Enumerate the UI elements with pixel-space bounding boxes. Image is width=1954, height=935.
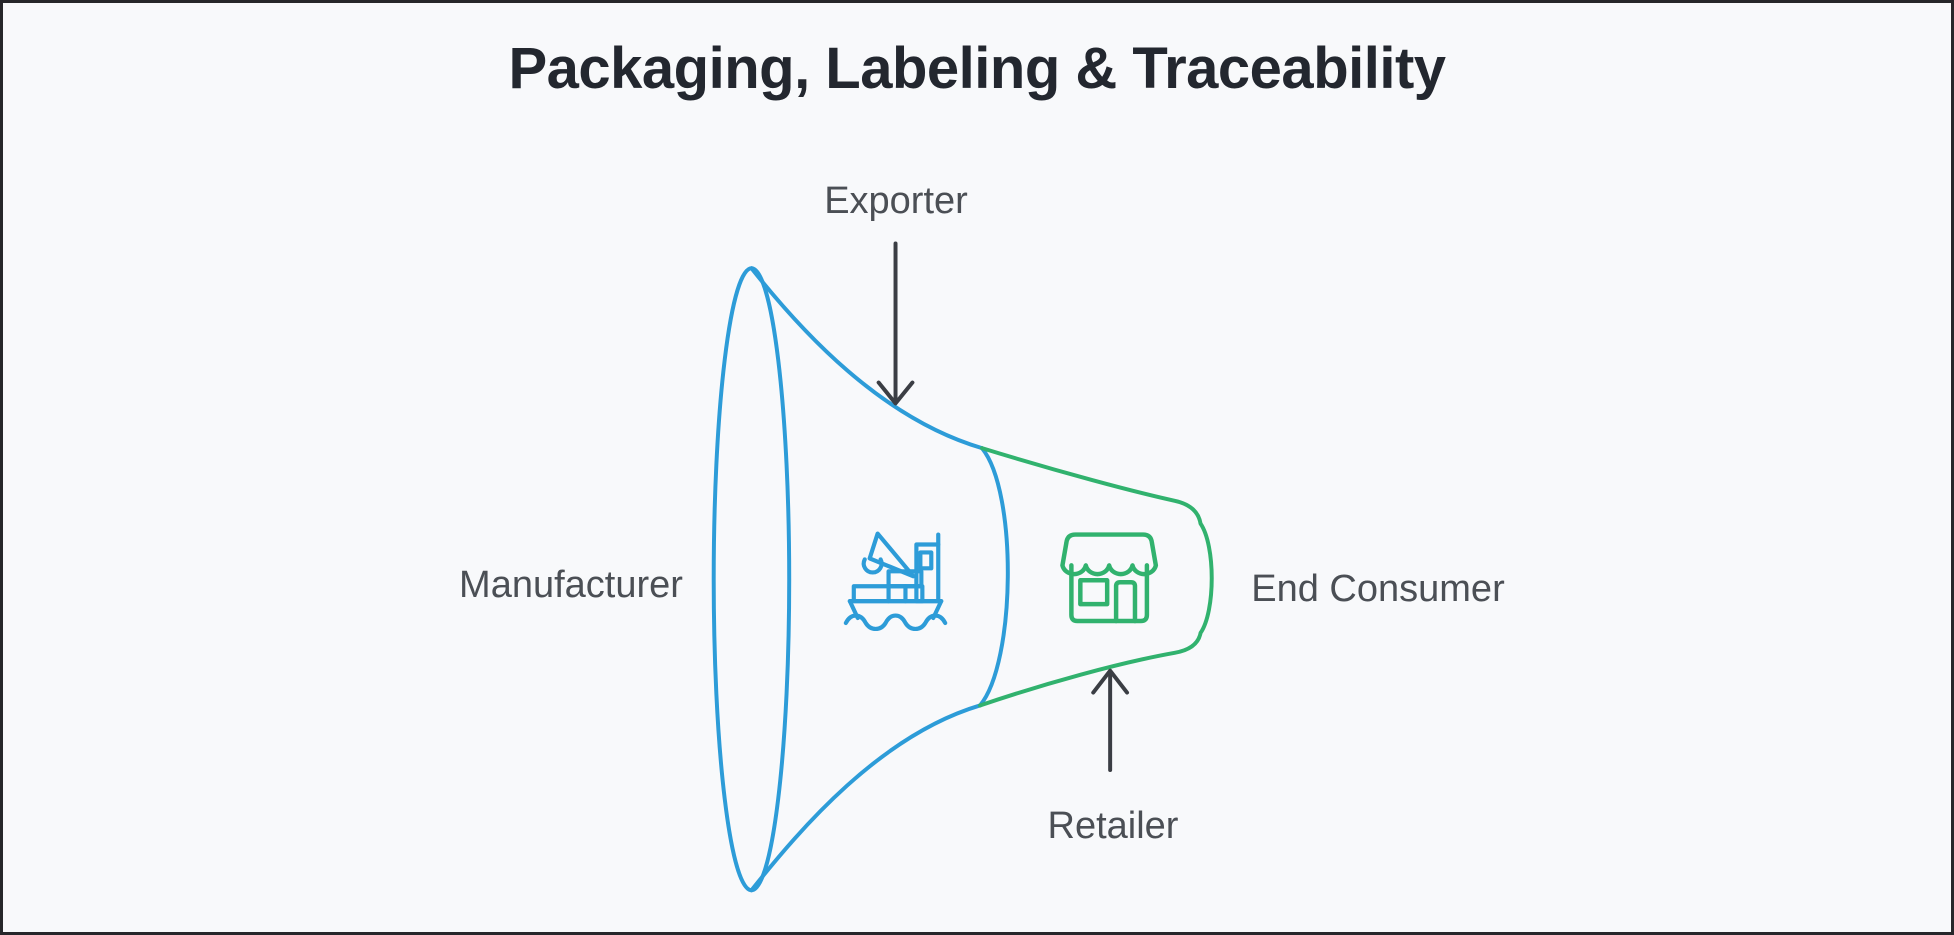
label-retailer: Retailer bbox=[1047, 805, 1179, 847]
label-exporter: Exporter bbox=[824, 180, 968, 222]
funnel-blue-top-edge bbox=[749, 266, 984, 451]
exporter-arrow bbox=[876, 241, 915, 406]
label-manufacturer: Manufacturer bbox=[459, 564, 683, 606]
funnel-shape bbox=[711, 266, 1214, 893]
retailer-arrowhead-icon bbox=[1091, 668, 1130, 695]
exporter-arrowhead-icon bbox=[876, 380, 915, 406]
retailer-arrow bbox=[1091, 668, 1130, 773]
funnel-blue-bottom-edge bbox=[749, 703, 982, 893]
page-title: Packaging, Labeling & Traceability bbox=[508, 36, 1446, 101]
cargo-ship-crane-icon bbox=[843, 531, 948, 632]
label-end-consumer: End Consumer bbox=[1251, 568, 1505, 610]
storefront-icon bbox=[1060, 532, 1159, 624]
funnel-green-section bbox=[977, 446, 1214, 708]
funnel-mouth-ellipse bbox=[711, 266, 792, 893]
funnel-diagram bbox=[711, 241, 1214, 893]
funnel-middle-ring bbox=[977, 446, 1010, 708]
